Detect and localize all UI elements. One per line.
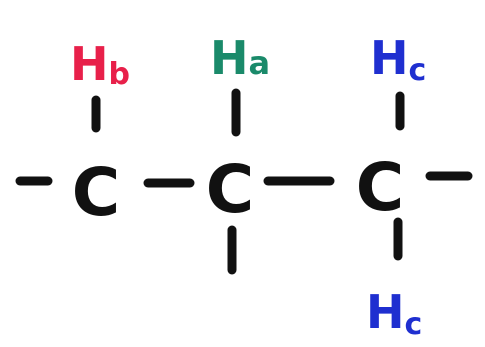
hydrogen-a-subscript: a <box>249 44 271 82</box>
hydrogen-b-subscript: b <box>109 57 130 92</box>
carbon-atom-1: C <box>72 154 120 231</box>
hydrogen-c-top-subscript: c <box>409 53 427 88</box>
hydrogen-a-label: Ha <box>210 31 270 85</box>
hydrogen-c-top-label: Hc <box>370 31 426 88</box>
hydrogen-b-label: Hb <box>70 37 130 92</box>
carbon-atom-3: C <box>356 149 404 226</box>
hydrogen-c-bottom-subscript: c <box>405 307 423 342</box>
bonds <box>15 88 473 275</box>
carbon-atom-2: C <box>206 151 254 228</box>
hydrogen-c-bottom-symbol: H <box>366 285 405 339</box>
hydrogen-b-symbol: H <box>70 37 109 91</box>
hydrogen-c-bottom-label: Hc <box>366 285 422 342</box>
hydrogen-c-top-symbol: H <box>370 31 409 85</box>
hydrogen-a-symbol: H <box>210 31 249 85</box>
